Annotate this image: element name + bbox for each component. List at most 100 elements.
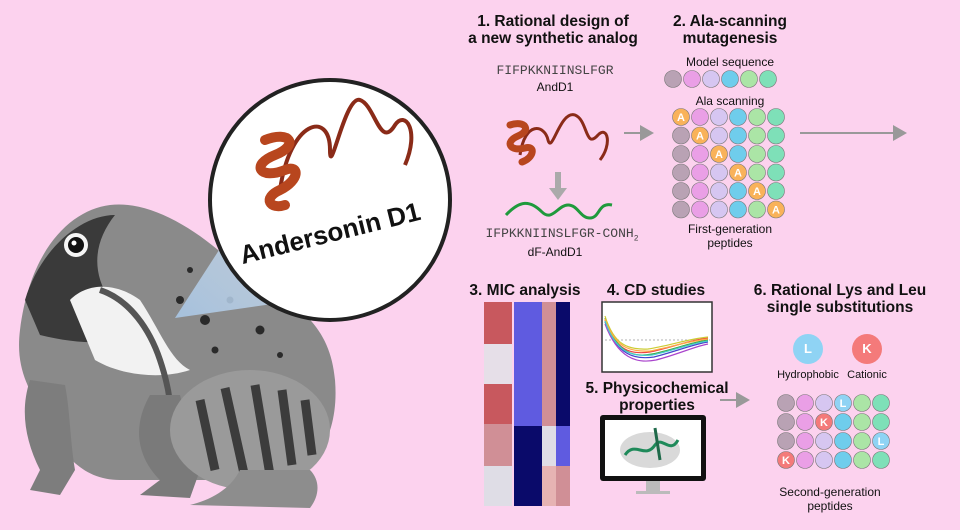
ala-bead	[729, 163, 747, 182]
df-andd1-structure-icon	[504, 201, 613, 220]
peptide-bead	[815, 451, 833, 469]
ala-bead-letter: A	[753, 186, 761, 198]
peptide-bead	[796, 413, 814, 431]
lys-bead-letter: K	[782, 455, 790, 467]
peptide-bead	[767, 108, 785, 126]
ala-bead	[672, 108, 690, 126]
peptide-bead	[729, 126, 747, 145]
step6-heading-line1: 6. Rational Lys and Leu	[753, 282, 927, 299]
peptide-bead	[729, 200, 747, 219]
model-bead	[721, 70, 739, 88]
peptide-bead	[672, 145, 690, 163]
step5-heading: 5. Physicochemical properties	[582, 380, 732, 414]
leu-letter: L	[804, 341, 812, 356]
peptide-bead	[672, 126, 690, 145]
step1-heading: 1. Rational design of a new synthetic an…	[458, 13, 648, 47]
df-andd1-sequence-main: IFPKKNIINSLFGR-CONH	[485, 226, 634, 241]
ala-bead-letter: A	[677, 112, 685, 124]
peptide-bead	[691, 182, 709, 200]
peptide-bead	[834, 451, 852, 469]
design-arrow-head	[549, 188, 567, 200]
leu-bead-letter: L	[878, 436, 885, 448]
ala-scanning-label: Ala scanning	[695, 94, 765, 108]
peptide-bead	[710, 126, 728, 145]
leu-bead	[872, 432, 890, 450]
cd-spectra-plot	[601, 301, 713, 373]
first-generation-label: First-generation peptides	[655, 222, 805, 250]
peptide-bead	[853, 451, 871, 469]
peptide-bead	[796, 394, 814, 412]
step2-heading-line2: mutagenesis	[682, 30, 778, 47]
peptide-bead	[767, 126, 785, 145]
peptide-bead	[872, 413, 890, 431]
peptide-bead	[834, 413, 852, 431]
lys-bead	[777, 451, 795, 469]
ala-bead	[710, 145, 728, 163]
andd1-sequence: FIFPKKNIINSLFGR	[496, 63, 614, 78]
hydrophobic-label: Hydrophobic	[777, 369, 839, 381]
peptide-bead	[672, 163, 690, 182]
ala-bead-letter: A	[734, 168, 742, 180]
peptide-bead	[691, 108, 709, 126]
andd1-name: AndD1	[536, 80, 574, 94]
model-bead	[740, 70, 758, 88]
first-generation-line2: peptides	[707, 236, 753, 250]
model-bead	[759, 70, 777, 88]
peptide-bead	[748, 163, 766, 182]
mic-heatmap	[484, 302, 570, 506]
peptide-bead	[691, 200, 709, 219]
peptide-bead	[872, 451, 890, 469]
model-sequence-label: Model sequence	[685, 55, 775, 69]
model-sequence-beads	[664, 70, 777, 88]
peptide-bead	[777, 394, 795, 412]
step6-heading: 6. Rational Lys and Leu single substitut…	[740, 282, 940, 316]
peptide-bead	[853, 413, 871, 431]
peptide-bead	[729, 145, 747, 163]
lys-bead-letter: K	[820, 417, 828, 429]
df-andd1-sequence: IFPKKNIINSLFGR-CONH2	[462, 226, 662, 244]
peptide-bead	[796, 432, 814, 450]
step5-heading-line2: properties	[619, 397, 695, 414]
ala-bead	[767, 200, 785, 219]
peptide-bead	[710, 108, 728, 126]
peptide-bead	[767, 163, 785, 182]
peptide-bead	[710, 163, 728, 182]
lys-letter: K	[862, 341, 872, 356]
leu-indicator	[793, 334, 823, 364]
step6-heading-line2: single substitutions	[766, 299, 914, 316]
peptide-ribbon-icon	[255, 98, 414, 212]
ala-bead	[691, 126, 709, 145]
peptide-bead	[748, 145, 766, 163]
peptide-bead	[710, 182, 728, 200]
step1-heading-line1: 1. Rational design of	[477, 13, 629, 30]
step4-heading: 4. CD studies	[606, 282, 706, 299]
cationic-label: Cationic	[847, 369, 887, 381]
peptide-bead	[777, 432, 795, 450]
step2-heading: 2. Ala-scanning mutagenesis	[650, 13, 810, 47]
lys-indicator	[852, 334, 882, 364]
peptide-bead	[672, 200, 690, 219]
peptide-bead	[767, 182, 785, 200]
df-andd1-name: dF-AndD1	[527, 245, 583, 259]
peptide-bead	[672, 182, 690, 200]
peptide-bead	[710, 200, 728, 219]
peptide-bead	[691, 145, 709, 163]
peptide-bead	[767, 145, 785, 163]
peptide-bead	[748, 200, 766, 219]
second-generation-label: Second-generation peptides	[755, 485, 905, 513]
first-generation-line1: First-generation	[687, 222, 773, 236]
leu-bead-letter: L	[840, 398, 847, 410]
model-bead	[683, 70, 701, 88]
peptide-bead	[777, 413, 795, 431]
ala-bead-letter: A	[696, 131, 704, 143]
ala-bead-letter: A	[772, 205, 780, 217]
lys-bead	[815, 413, 833, 431]
peptide-bead	[748, 126, 766, 145]
step5-heading-line1: 5. Physicochemical	[585, 380, 729, 397]
andd1-structure-icon	[506, 113, 609, 166]
peptide-bead	[796, 451, 814, 469]
model-bead	[702, 70, 720, 88]
peptide-bead	[834, 432, 852, 450]
